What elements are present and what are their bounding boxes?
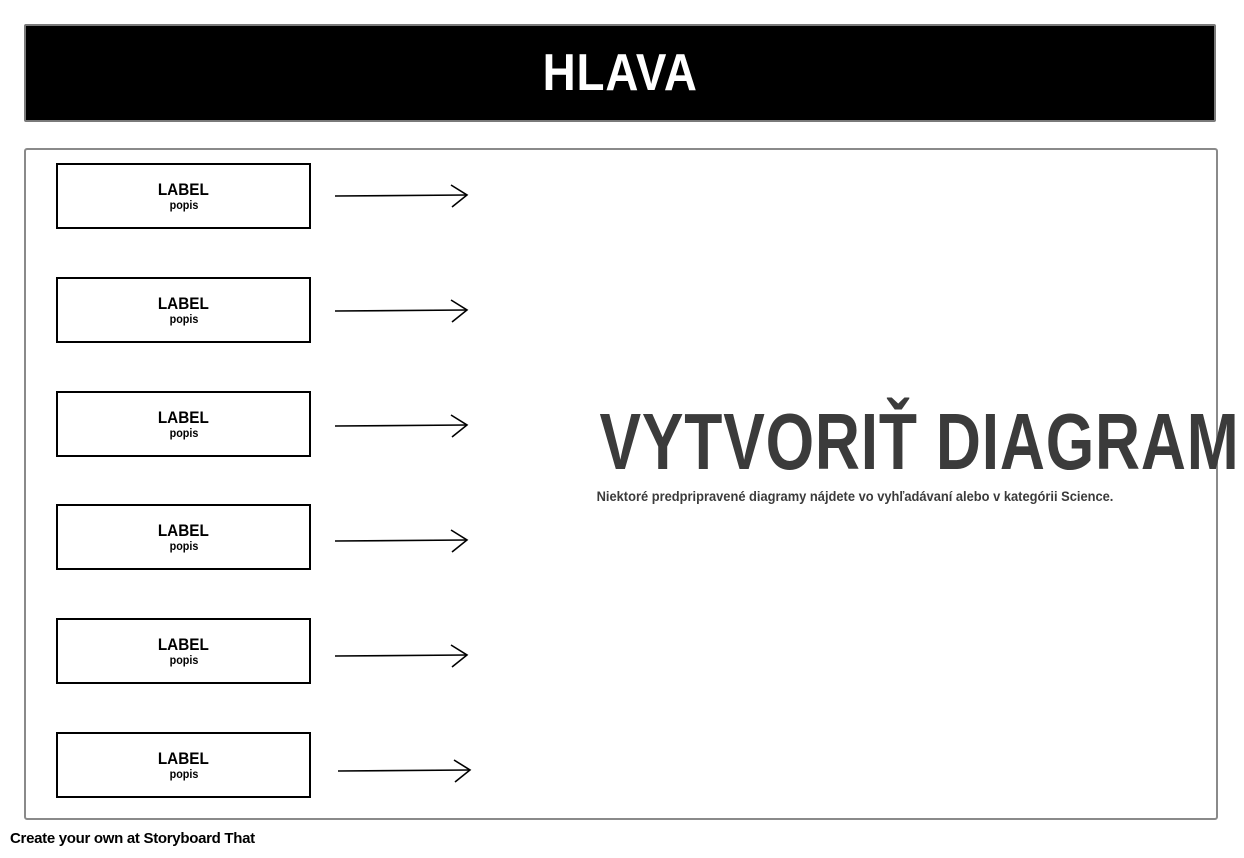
- label-title: LABEL: [157, 293, 209, 313]
- arrow-right-icon[interactable]: [333, 181, 473, 211]
- label-box-6[interactable]: LABEL popis: [56, 732, 311, 798]
- label-title: LABEL: [157, 634, 209, 654]
- label-title: LABEL: [157, 748, 209, 768]
- label-description: popis: [169, 652, 198, 667]
- arrow-right-icon[interactable]: [333, 641, 473, 671]
- label-box-4[interactable]: LABEL popis: [56, 504, 311, 570]
- page-title[interactable]: HLAVA: [542, 44, 698, 102]
- label-description: popis: [169, 425, 198, 440]
- footer-credit[interactable]: Create your own at Storyboard That: [10, 830, 255, 847]
- label-title: LABEL: [157, 407, 209, 427]
- diagram-panel: [24, 148, 1218, 820]
- label-box-3[interactable]: LABEL popis: [56, 391, 311, 457]
- header-bar: HLAVA: [24, 24, 1216, 122]
- label-box-1[interactable]: LABEL popis: [56, 163, 311, 229]
- create-diagram-subtitle: Niektoré predpripravené diagramy nájdete…: [596, 488, 1114, 504]
- arrow-right-icon[interactable]: [336, 756, 476, 786]
- label-description: popis: [169, 197, 198, 212]
- label-title: LABEL: [157, 179, 209, 199]
- arrow-right-icon[interactable]: [333, 526, 473, 556]
- label-box-5[interactable]: LABEL popis: [56, 618, 311, 684]
- arrow-right-icon[interactable]: [333, 411, 473, 441]
- label-title: LABEL: [157, 520, 209, 540]
- label-description: popis: [169, 538, 198, 553]
- create-diagram-title[interactable]: VYTVORIŤ DIAGRAM: [599, 397, 1240, 486]
- arrow-right-icon[interactable]: [333, 296, 473, 326]
- label-description: popis: [169, 311, 198, 326]
- label-description: popis: [169, 766, 198, 781]
- label-box-2[interactable]: LABEL popis: [56, 277, 311, 343]
